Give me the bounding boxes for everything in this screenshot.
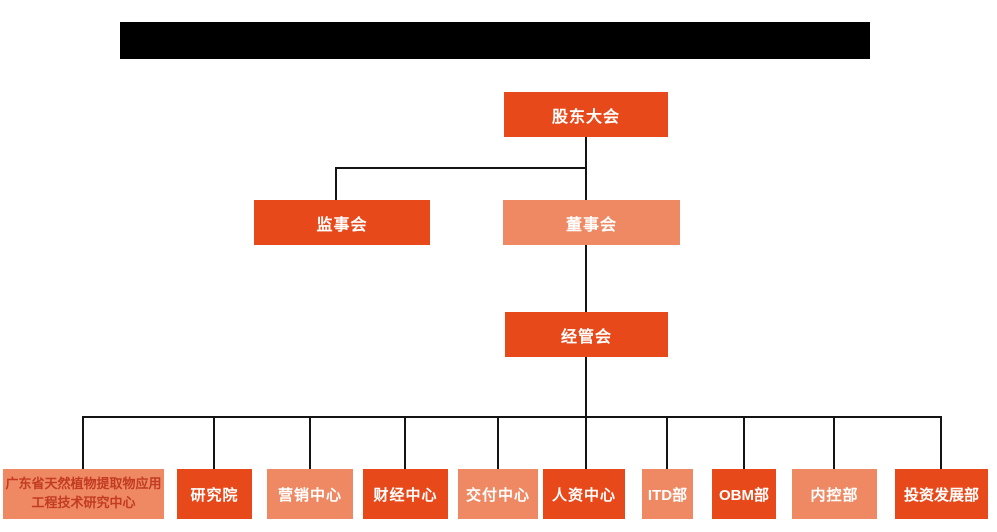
node-gd-natural-plant-extract-research-center: 广东省天然植物提取物应用工程技术研究中心 — [3, 469, 164, 519]
node-supervisory-board: 监事会 — [254, 200, 430, 245]
node-board-of-directors: 董事会 — [503, 200, 680, 245]
node-internal-control-department: 内控部 — [792, 469, 877, 519]
connector-line — [335, 167, 587, 169]
connector-line — [585, 417, 587, 469]
node-shareholders-meeting: 股东大会 — [504, 92, 668, 137]
connector-line — [497, 417, 499, 469]
connector-line — [833, 417, 835, 469]
node-finance-center: 财经中心 — [363, 469, 448, 519]
connector-line — [404, 417, 406, 469]
node-hr-center: 人资中心 — [543, 469, 625, 519]
connector-line — [743, 417, 745, 469]
connector-line — [940, 417, 942, 469]
connector-line — [309, 417, 311, 469]
connector-line — [335, 167, 337, 200]
connector-line — [585, 245, 587, 312]
node-research-institute: 研究院 — [177, 469, 252, 519]
node-marketing-center: 营销中心 — [267, 469, 353, 519]
connector-line — [82, 416, 942, 418]
redacted-title-bar — [120, 22, 870, 59]
node-delivery-center: 交付中心 — [458, 469, 538, 519]
node-obm-department: OBM部 — [712, 469, 776, 519]
connector-line — [585, 357, 587, 418]
node-management-committee: 经管会 — [505, 312, 668, 357]
connector-line — [213, 417, 215, 469]
node-itd-department: ITD部 — [642, 469, 693, 519]
node-investment-development-department: 投资发展部 — [895, 469, 988, 519]
connector-line — [82, 417, 84, 469]
connector-line — [666, 417, 668, 469]
